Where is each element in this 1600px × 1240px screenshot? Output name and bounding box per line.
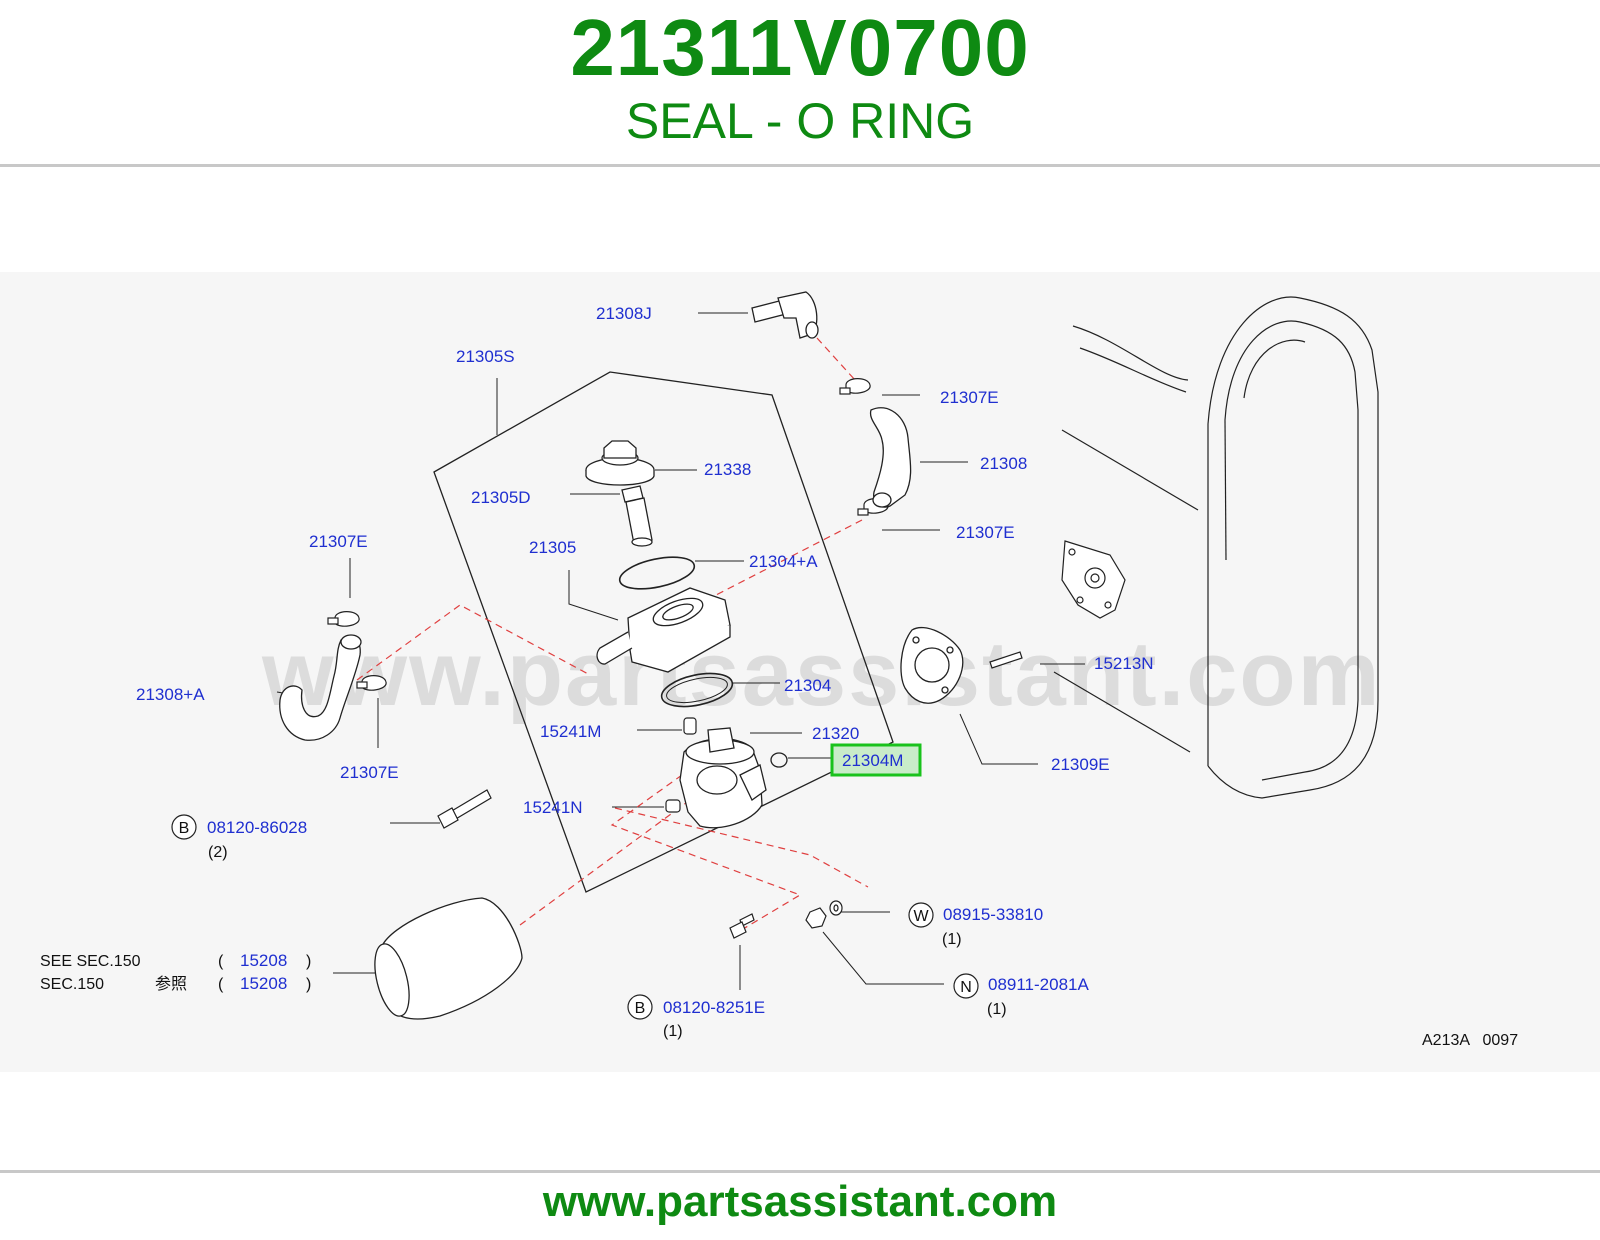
callout-21304[interactable]: 21304 xyxy=(784,676,831,695)
page-header: 21311V0700 SEAL - O RING xyxy=(0,0,1600,168)
bolt-symbol-b-2: B xyxy=(635,1000,646,1017)
callout-08915-33810[interactable]: 08915-33810 xyxy=(943,905,1043,924)
filter-bracket-illustration xyxy=(679,727,767,829)
callout-21309E[interactable]: 21309E xyxy=(1051,755,1110,774)
callout-08120-8251E[interactable]: 08120-8251E xyxy=(663,998,765,1017)
see-section-close-paren-2: ) xyxy=(306,976,311,993)
cap-illustration xyxy=(585,440,655,486)
hose-clamp-illustrations xyxy=(327,378,889,691)
fastener-symbol-circles xyxy=(171,814,979,1020)
see-section-kanji: 参照 xyxy=(155,975,187,993)
qty-nut: (1) xyxy=(987,1001,1007,1018)
see-section-open-paren-1: ( xyxy=(218,953,224,970)
washer-nut-illustration xyxy=(805,900,843,929)
washer-symbol-w: W xyxy=(913,908,929,925)
watermark-text: www.partsassistant.com xyxy=(261,623,1381,725)
see-section-link-2[interactable]: 15208 xyxy=(240,974,287,993)
qty-bolt-short: (1) xyxy=(663,1023,683,1040)
callout-15241N[interactable]: 15241N xyxy=(523,798,583,817)
callout-21305S[interactable]: 21305S xyxy=(456,347,515,366)
callout-21308A[interactable]: 21308+A xyxy=(136,685,205,704)
callout-08911-2081A[interactable]: 08911-2081A xyxy=(988,975,1089,994)
callout-21304M[interactable]: 21304M xyxy=(842,751,903,770)
nut-symbol-n: N xyxy=(960,979,972,996)
coolant-hose-a-illustration xyxy=(279,634,362,741)
bolt-symbol-b: B xyxy=(179,820,190,837)
assembly-dashed-lines xyxy=(356,337,869,933)
gasket-illustration xyxy=(900,626,964,704)
callout-21307E-left[interactable]: 21307E xyxy=(309,532,368,551)
sensor-illustration xyxy=(621,485,653,547)
callout-21307E-bottom[interactable]: 21307E xyxy=(340,763,399,782)
callout-15213N[interactable]: 15213N xyxy=(1094,654,1154,673)
see-section-reference: SEE SEC.150 ( 15208 ) SEC.150 参照 ( 15208… xyxy=(40,951,311,993)
callout-21308[interactable]: 21308 xyxy=(980,454,1027,473)
highlighted-part-box xyxy=(830,743,922,777)
oil-cooler-illustration xyxy=(596,587,731,673)
part-name-subtitle: SEAL - O RING xyxy=(625,93,975,149)
see-section-open-paren-2: ( xyxy=(218,976,224,993)
callout-21307E-mid[interactable]: 21307E xyxy=(956,523,1015,542)
coolant-hose-illustration xyxy=(869,407,912,508)
engine-block-outline xyxy=(1053,296,1379,799)
o-ring-a-illustration xyxy=(618,556,696,590)
o-ring-inner-edge xyxy=(666,676,728,704)
footer-website-link[interactable]: www.partsassistant.com xyxy=(542,1177,1058,1226)
relief-valve-illustration xyxy=(665,717,697,813)
see-section-link-1[interactable]: 15208 xyxy=(240,951,287,970)
callout-labels: 21308J 21305S 21307E 21338 21308 21305D … xyxy=(136,304,1154,1017)
qty-washer: (1) xyxy=(942,931,962,948)
callout-21320[interactable]: 21320 xyxy=(812,724,859,743)
callout-21307E-top[interactable]: 21307E xyxy=(940,388,999,407)
see-section-line1: SEE SEC.150 xyxy=(40,953,141,970)
quantity-labels: (2) (1) (1) (1) xyxy=(208,844,1007,1040)
callout-08120-86028[interactable]: 08120-86028 xyxy=(207,818,307,837)
stud-illustration xyxy=(989,651,1023,669)
bolt-short-illustration xyxy=(729,913,755,939)
bolt-long-illustration xyxy=(437,789,492,829)
hose-fitting-illustration xyxy=(751,291,819,339)
callout-15241M[interactable]: 15241M xyxy=(540,722,601,741)
callout-21308J[interactable]: 21308J xyxy=(596,304,652,323)
callout-21338[interactable]: 21338 xyxy=(704,460,751,479)
callout-21305[interactable]: 21305 xyxy=(529,538,576,557)
o-ring-illustration xyxy=(660,672,734,708)
assembly-outline xyxy=(433,371,894,893)
water-pump-illustration xyxy=(1061,540,1126,619)
callout-21305D[interactable]: 21305D xyxy=(471,488,531,507)
oil-filter-illustration xyxy=(374,897,523,1020)
qty-bolt-long: (2) xyxy=(208,844,228,861)
fastener-symbol-letters: B W N B xyxy=(179,820,972,1017)
callout-21304A[interactable]: 21304+A xyxy=(749,552,818,571)
see-section-close-paren-1: ) xyxy=(306,953,311,970)
header-divider xyxy=(0,164,1600,167)
part-number-title: 21311V0700 xyxy=(570,3,1030,92)
footer-divider xyxy=(0,1170,1600,1173)
diagram-panel xyxy=(0,272,1600,1072)
diagram-reference-code: A213A 0097 xyxy=(1422,1032,1518,1049)
small-o-ring-illustration xyxy=(770,752,788,768)
see-section-line2: SEC.150 xyxy=(40,976,104,993)
